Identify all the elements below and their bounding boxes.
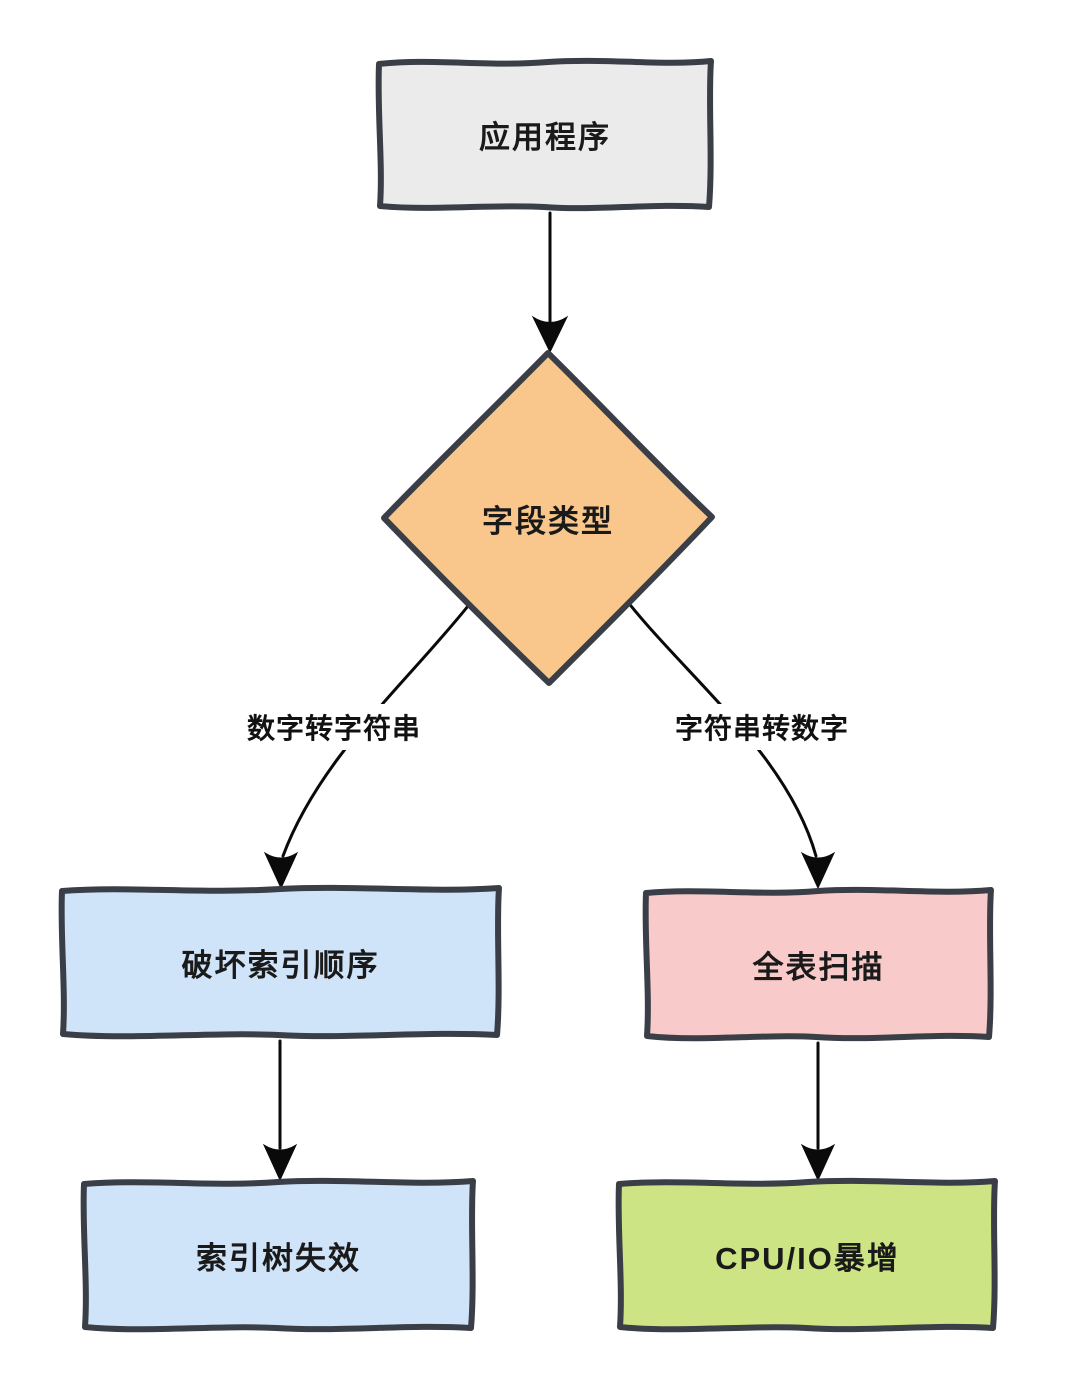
edge-fieldtype-breakindex-line xyxy=(281,599,474,858)
edge-fieldtype-breakindex-arrowhead xyxy=(263,851,299,890)
node-fieldtype-shape xyxy=(381,350,715,686)
node-fullscan-shape xyxy=(642,886,994,1042)
node-application-shape xyxy=(375,57,714,212)
edge-fieldtype-fullscan-line xyxy=(625,599,818,858)
node-breakindex-shape xyxy=(58,884,502,1040)
edge-breakindex-treefail-arrowhead xyxy=(262,1143,298,1182)
edge-fullscan-cpuio-arrowhead xyxy=(800,1143,836,1182)
node-cpuio-shape xyxy=(615,1177,998,1333)
node-treefail-shape xyxy=(80,1177,476,1333)
edge-fieldtype-fullscan-arrowhead xyxy=(800,851,836,890)
edge-application-fieldtype-arrowhead xyxy=(531,315,569,354)
